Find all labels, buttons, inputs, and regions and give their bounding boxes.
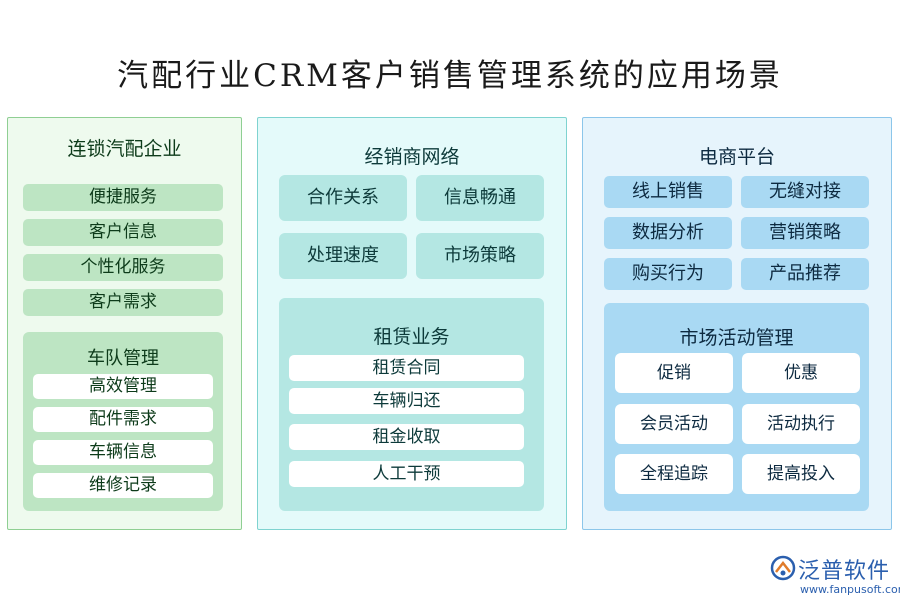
ecommerce-item: 数据分析 [604, 217, 732, 249]
logo-url: www.fanpusoft.com [800, 583, 900, 596]
fleet-item: 配件需求 [33, 407, 213, 432]
dealer-item: 信息畅通 [416, 175, 544, 221]
marketing-item: 促销 [615, 353, 733, 393]
left-item: 个性化服务 [23, 254, 223, 281]
ecommerce-item: 线上销售 [604, 176, 732, 208]
ecommerce-item: 营销策略 [741, 217, 869, 249]
dealer-item: 市场策略 [416, 233, 544, 279]
dealer-network-panel: 经销商网络 合作关系 信息畅通 处理速度 市场策略 租赁业务 租赁合同 车辆归还… [257, 117, 567, 530]
leasing-item: 租金收取 [289, 424, 524, 450]
fleet-item: 高效管理 [33, 374, 213, 399]
fleet-item: 维修记录 [33, 473, 213, 498]
marketing-activity-group: 市场活动管理 促销 优惠 会员活动 活动执行 全程追踪 提高投入 [604, 303, 869, 511]
fleet-management-group: 车队管理 高效管理 配件需求 车辆信息 维修记录 [23, 332, 223, 511]
fleet-item: 车辆信息 [33, 440, 213, 465]
marketing-item: 全程追踪 [615, 454, 733, 494]
chain-enterprise-title: 连锁汽配企业 [67, 138, 182, 160]
ecommerce-item: 购买行为 [604, 258, 732, 290]
leasing-business-title: 租赁业务 [373, 326, 450, 348]
marketing-item: 优惠 [742, 353, 860, 393]
ecommerce-item: 产品推荐 [741, 258, 869, 290]
left-item: 便捷服务 [23, 184, 223, 211]
leasing-item: 人工干预 [289, 461, 524, 487]
ecommerce-title: 电商平台 [698, 146, 775, 168]
fleet-management-title: 车队管理 [87, 348, 159, 369]
leasing-item: 车辆归还 [289, 388, 524, 414]
chain-enterprise-panel: 连锁汽配企业 便捷服务 客户信息 个性化服务 客户需求 车队管理 高效管理 配件… [7, 117, 242, 530]
marketing-activity-title: 市场活动管理 [679, 327, 794, 349]
fanpu-logo-icon [770, 555, 796, 581]
fanpu-logo: 泛普软件 www.fanpusoft.com [770, 552, 900, 598]
left-item: 客户需求 [23, 289, 223, 316]
marketing-item: 活动执行 [742, 404, 860, 444]
ecommerce-item: 无缝对接 [741, 176, 869, 208]
logo-name: 泛普软件 [798, 559, 891, 584]
leasing-item: 租赁合同 [289, 355, 524, 381]
marketing-item: 会员活动 [615, 404, 733, 444]
leasing-business-group: 租赁业务 租赁合同 车辆归还 租金收取 人工干预 [279, 298, 544, 511]
marketing-item: 提高投入 [742, 454, 860, 494]
dealer-item: 合作关系 [279, 175, 407, 221]
left-item: 客户信息 [23, 219, 223, 246]
page-title: 汽配行业CRM客户销售管理系统的应用场景 [117, 58, 783, 94]
ecommerce-panel: 电商平台 线上销售 无缝对接 数据分析 营销策略 购买行为 产品推荐 市场活动管… [582, 117, 892, 530]
dealer-item: 处理速度 [279, 233, 407, 279]
dealer-network-title: 经销商网络 [364, 146, 460, 168]
